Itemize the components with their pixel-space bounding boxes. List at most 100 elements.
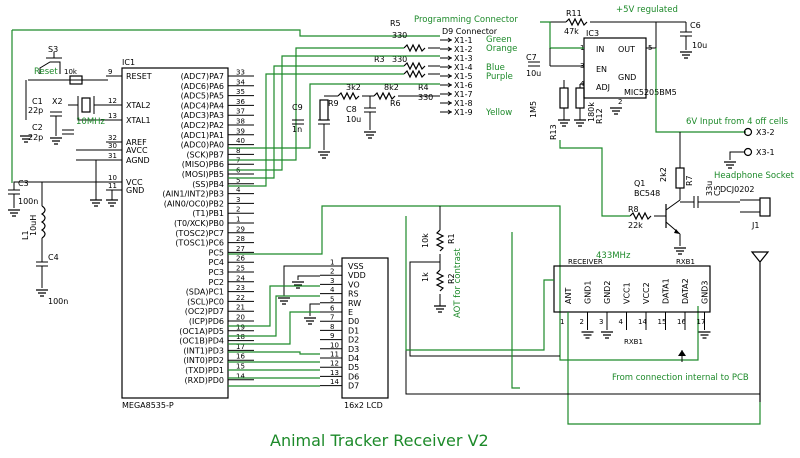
lcd-pin-label: D3 [348, 345, 359, 354]
r-reset-val: 10k [64, 68, 78, 76]
rf-pin-number: 1 [560, 318, 564, 326]
connector-subtitle: D9 Connector [442, 27, 498, 36]
mcu-pin-number: 39 [236, 127, 245, 135]
regulator-ic3: +5V regulated IC3 MIC5205BM5 IN EN ADJ O… [526, 5, 746, 140]
mcu-left-pins: RESET9XTAL212XTAL113AREF32AVCC30AGND31VC… [106, 68, 152, 195]
mcu-pin-number: 3 [236, 196, 240, 204]
c8-val: 10u [346, 115, 361, 124]
r8-ref: R8 [628, 205, 639, 214]
mcu-pin-number: 24 [236, 274, 245, 282]
q1-val: BC548 [634, 189, 660, 198]
mcu-pin-number: 38 [236, 118, 245, 126]
diagram-title: Animal Tracker Receiver V2 [270, 431, 489, 450]
connector-pin-label: X1-6 [454, 81, 473, 90]
c6-ref: C6 [690, 21, 701, 30]
mcu-pin-number: 14 [236, 372, 245, 380]
mcu-pin-label: (ADC5)PA5 [181, 92, 224, 101]
connector-pin-label: X1-4 [454, 63, 473, 72]
r5-ref: R5 [390, 19, 401, 28]
mcu-pin-label: (INT0)PD2 [183, 356, 224, 365]
mcu-pin-label: (ADC4)PA4 [181, 101, 224, 110]
mcu-part: MEGA8535-P [122, 401, 174, 410]
phone-label: Headphone Socket [714, 171, 795, 181]
lcd-pin-number: 5 [330, 295, 334, 303]
rf-pin-label: VCC1 [623, 282, 632, 304]
mcu-pin-number: 17 [236, 343, 245, 351]
r4-ref: R4 [418, 83, 429, 92]
lcd-pin-number: 9 [330, 332, 334, 340]
c9-val: 1n [292, 125, 302, 134]
q1-ref: Q1 [634, 179, 645, 188]
lcd-pin-number: 2 [330, 268, 334, 276]
mcu-ic1: IC1 MEGA8535-P RESET9XTAL212XTAL113AREF3… [106, 58, 254, 410]
r6-ref: R6 [390, 99, 401, 108]
connector-pin-label: X1-3 [454, 54, 473, 63]
programming-connector: Programming Connector D9 Connector X1-1X… [228, 15, 518, 187]
j1-ref: J1 [751, 221, 759, 230]
mcu-pin-number: 21 [236, 304, 245, 312]
mcu-pin-number: 30 [108, 142, 117, 150]
x2-ref: X2 [52, 97, 63, 106]
mcu-pin-number: 11 [108, 182, 117, 190]
l1-val: 10uH [29, 215, 38, 236]
connector-pin-label: X1-5 [454, 72, 473, 81]
mcu-pin-label: (MISO)PB6 [182, 160, 224, 169]
rf-pin-label: VCC2 [642, 282, 651, 304]
mcu-pin-number: 22 [236, 294, 245, 302]
reg-pin-in: IN [596, 45, 604, 54]
mcu-pin-label: (SCK)PB7 [186, 150, 224, 159]
amplifier-q1: Headphone Socket DCJ0202 J1 2k2 R7 33u C… [228, 132, 795, 361]
c2-ref: C2 [32, 123, 43, 132]
lcd-pin-number: 8 [330, 323, 334, 331]
c2-val: 22p [28, 133, 43, 142]
rf-pin-label: DATA1 [662, 278, 671, 304]
r2-ref: R2 [447, 273, 456, 284]
rf-pin-label: ANT [564, 288, 573, 304]
reg-num-gnd: 2 [618, 98, 622, 106]
c5-val: 33u [705, 181, 714, 196]
rf-pin-number: 3 [599, 318, 603, 326]
mcu-pin-number: 29 [236, 225, 245, 233]
mcu-pin-label: (AIN1/INT2)PB3 [162, 190, 224, 199]
x3-note: 6V Input from 4 off cells [686, 117, 789, 127]
mcu-pin-number: 23 [236, 284, 245, 292]
lcd-pin-label: VDD [348, 271, 366, 280]
mcu-pin-label: PC2 [209, 278, 225, 287]
lcd-pin-label: RW [348, 299, 361, 308]
mcu-pin-label: (ADC2)PA2 [181, 121, 224, 130]
lcd-pin-label: D1 [348, 326, 359, 335]
wire-yellow: Yellow [485, 108, 512, 118]
mcu-pin-label: (TXD)PD1 [185, 366, 224, 375]
mcu-pin-number: 5 [236, 176, 240, 184]
wire-orange: Orange [486, 44, 517, 54]
rf-pin-number: 15 [658, 318, 667, 326]
contrast-divider: 10k R1 1k R2 AOT for contrast [409, 206, 560, 357]
mcu-pin-number: 36 [236, 98, 245, 106]
lcd-pin-label: D5 [348, 363, 359, 372]
s3-label: Reset [34, 67, 58, 77]
rf-ref-top: RXB1 [676, 258, 695, 266]
c1-val: 22p [28, 106, 43, 115]
rf-ref-bottom: RXB1 [624, 338, 643, 346]
mcu-pin-label: XTAL2 [126, 101, 151, 110]
rf-pin-number: 16 [677, 318, 686, 326]
mcu-pin-label: XTAL1 [126, 116, 151, 125]
power-input: 6V Input from 4 off cells X3-2 X3-1 [686, 117, 789, 169]
reg-ref: IC3 [586, 29, 599, 38]
lcd-pin-label: VSS [348, 262, 364, 271]
r1-ref: R1 [447, 233, 456, 244]
r4-val: 330 [418, 93, 433, 102]
mcu-pin-number: 32 [108, 134, 117, 142]
mcu-pin-label: (RXD)PD0 [184, 376, 224, 385]
c3-val: 100n [18, 197, 38, 206]
reg-pin-gnd: GND [618, 73, 636, 82]
rf-part: RECEIVER [568, 258, 603, 266]
lcd-pin-number: 1 [330, 259, 334, 267]
r1-val: 10k [421, 233, 430, 248]
reg-pin-adj: ADJ [596, 83, 610, 92]
r9-ref: R9 [328, 99, 339, 108]
mcu-pin-number: 35 [236, 88, 245, 96]
r3-ref: R3 [374, 55, 385, 64]
lcd-pin-number: 7 [330, 314, 334, 322]
